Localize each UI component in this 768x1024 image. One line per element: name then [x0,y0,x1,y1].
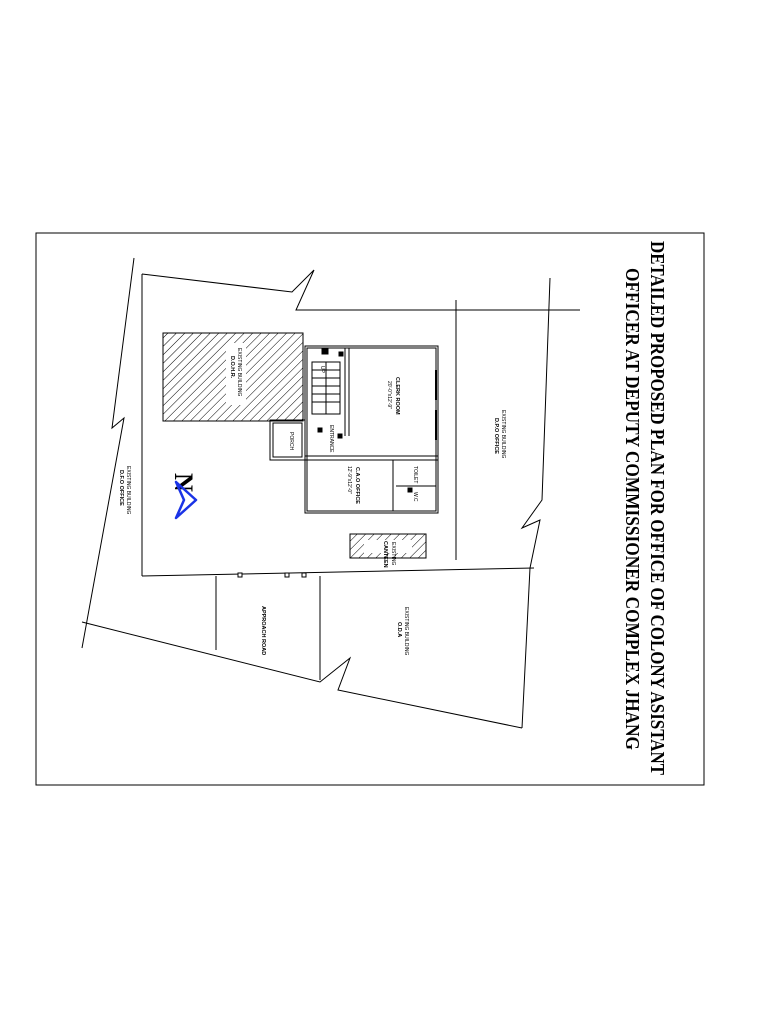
existing-building-dohr: EXISTING BUILDING D.O.H.R. [162,332,304,422]
ado-building-label-line1: EXISTING BUILDING [403,607,409,655]
canteen-label-line2: CANTEEN [382,541,388,568]
toilet-label: TOILET [412,466,418,483]
north-arrow-letter: N [169,473,198,492]
cao-office-dimension: 12'-9"x12'-0" [346,466,352,494]
dohr-label-line2: D.O.H.R. [229,356,235,379]
dpo-building-label-line2: D.P.O OFFICE [493,418,499,454]
existing-canteen: EXISTING CANTEEN [349,533,427,568]
approach-road-label: APPROACH ROAD [260,606,266,655]
proposed-office-building [269,345,439,514]
dpo-building-label-line1: EXISTING BUILDING [500,410,506,458]
dfo-building-label-line1: EXISTING BUILDING [125,466,131,514]
porch-label: PORCH [288,432,294,450]
ado-building-label-line2: O.D.A [396,622,402,637]
drawing-frame [35,232,705,786]
stairs-up-label: UP [319,366,325,374]
clerk-room-dimension: 20'-0"x12'-9" [386,381,392,409]
north-arrow: N [169,473,198,520]
canteen-label-line1: EXISTING [390,542,396,565]
dohr-label-line1: EXISTING BUILDING [236,348,242,396]
site-boundaries [81,257,580,729]
north-arrow-icon [174,480,198,520]
dfo-building-label-line2: D.F.O OFFICE [118,470,124,506]
entrance-label: ENTRANCE [328,425,334,453]
cao-office-label: C.A.O OFFICE [354,467,360,504]
drawing-title-line1: DETAILED PROPOSED PLAN FOR OFFICE OF COL… [646,241,667,775]
clerk-room-label: CLERK ROOM [394,377,400,415]
drawing-title-line2: OFFICER AT DEPUTY COMMISSIONER COMPLEX J… [621,268,642,750]
wc-label: W.C [412,492,418,502]
